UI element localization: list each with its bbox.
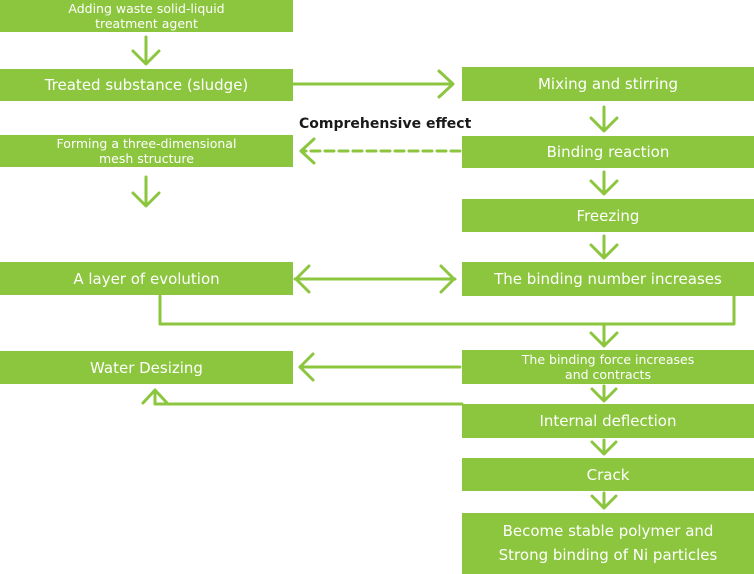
node-water-desizing: Water Desizing [0, 351, 293, 384]
node-binding-reaction-label: Binding reaction [546, 143, 670, 161]
node-binding-force-line2: and contracts [565, 367, 651, 382]
node-crack: Crack [462, 458, 754, 491]
node-binding-force-line1: The binding force increases [521, 352, 695, 367]
node-treated-substance-label: Treated substance (sludge) [44, 76, 249, 94]
node-freezing-label: Freezing [576, 206, 640, 225]
arrow-mixing-to-binding-reaction [589, 105, 619, 133]
arrow-freezing-to-binding-number [589, 234, 619, 260]
node-binding-reaction: Binding reaction [462, 136, 754, 168]
node-stable-polymer: Become stable polymer and Strong binding… [462, 513, 754, 574]
node-three-dimensional-line2: mesh structure [98, 151, 194, 166]
arrow-treated-to-mixing [291, 69, 455, 99]
arrow-internal-deflection-to-crack [590, 438, 618, 456]
arrow-adding-to-treated [131, 35, 161, 66]
node-layer-evolution-label: A layer of evolution [73, 269, 220, 288]
node-adding-agent-line2: treatment agent [95, 16, 198, 31]
node-internal-deflection-label: Internal deflection [539, 412, 677, 430]
arrow-layer-binding-number-bidirectional [293, 264, 457, 294]
node-stable-polymer-line1: Become stable polymer and [502, 522, 714, 541]
connector-merge-to-binding-force [158, 294, 736, 348]
arrow-crack-to-stable-polymer [590, 491, 618, 510]
node-treated-substance: Treated substance (sludge) [0, 69, 293, 101]
node-mixing-stirring-label: Mixing and stirring [537, 75, 679, 93]
arrow-internal-deflection-to-water-desizing [141, 388, 464, 406]
node-water-desizing-label: Water Desizing [90, 358, 203, 377]
arrow-comprehensive-effect-dashed [299, 137, 462, 165]
node-adding-agent-line1: Adding waste solid-liquid [68, 1, 225, 16]
node-three-dimensional-line1: Forming a three-dimensional [56, 136, 237, 151]
node-freezing: Freezing [462, 199, 754, 232]
arrow-binding-force-to-water-desizing [298, 352, 462, 382]
node-mixing-stirring: Mixing and stirring [462, 67, 754, 101]
arrow-binding-reaction-to-freezing [589, 170, 619, 196]
arrow-binding-force-to-internal-deflection [590, 384, 618, 403]
node-internal-deflection: Internal deflection [462, 404, 754, 438]
node-adding-agent: Adding waste solid-liquid treatment agen… [0, 0, 293, 32]
node-binding-number: The binding number increases [462, 262, 754, 296]
node-binding-number-label: The binding number increases [494, 270, 722, 288]
arrow-three-dimensional-down [131, 175, 161, 208]
node-three-dimensional: Forming a three-dimensional mesh structu… [0, 135, 293, 167]
node-stable-polymer-line2: Strong binding of Ni particles [498, 545, 718, 564]
node-layer-evolution: A layer of evolution [0, 262, 293, 295]
node-crack-label: Crack [586, 465, 630, 484]
node-binding-force: The binding force increases and contract… [462, 350, 754, 384]
comprehensive-effect-label: Comprehensive effect [299, 116, 472, 132]
